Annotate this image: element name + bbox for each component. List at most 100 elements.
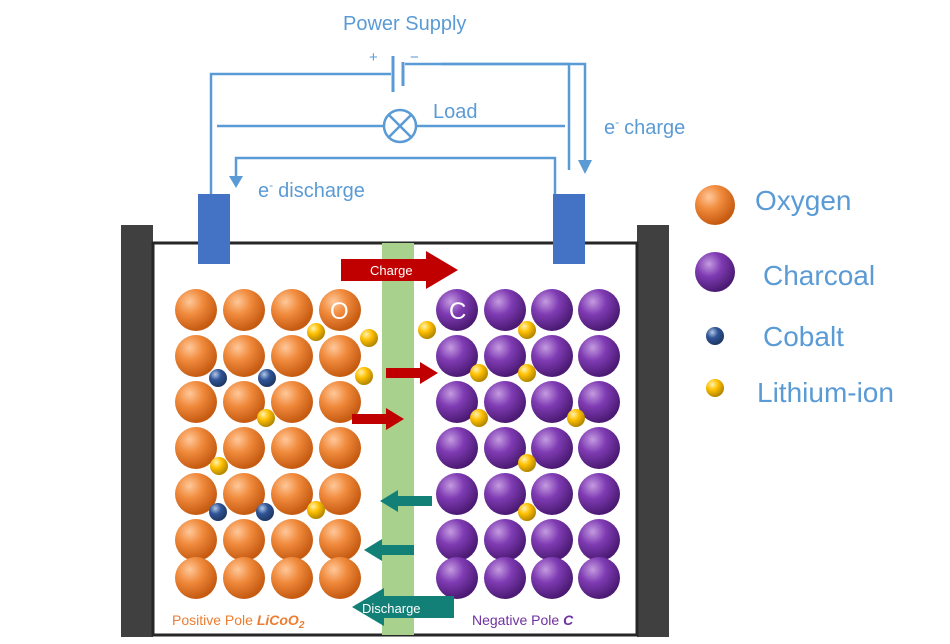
lithium-ion bbox=[307, 323, 325, 341]
oxygen-atom bbox=[271, 473, 313, 515]
positive-electrode bbox=[198, 194, 230, 264]
charcoal-atom bbox=[484, 381, 526, 423]
load-label: Load bbox=[433, 101, 478, 123]
oxygen-atom bbox=[175, 427, 217, 469]
cobalt-atom bbox=[209, 369, 227, 387]
oxygen-atom bbox=[223, 427, 265, 469]
lithium-ion bbox=[567, 409, 585, 427]
discharge-word: discharge bbox=[278, 180, 365, 202]
charcoal-atom bbox=[578, 519, 620, 561]
positive-pole-subscript: 2 bbox=[298, 620, 305, 631]
purple-sphere-icon bbox=[695, 252, 735, 292]
cobalt-atom bbox=[209, 503, 227, 521]
charcoal-atom bbox=[484, 519, 526, 561]
oxygen-atom bbox=[319, 381, 361, 423]
discharge-arrow-big: Discharge bbox=[352, 588, 454, 626]
charcoal-atom bbox=[578, 557, 620, 599]
electron-superscript: - bbox=[269, 178, 273, 192]
lithium-ion bbox=[307, 501, 325, 519]
charcoal-atom bbox=[578, 381, 620, 423]
lithium-ion bbox=[257, 409, 275, 427]
oxygen-atom bbox=[319, 335, 361, 377]
blue-sphere-icon bbox=[706, 327, 724, 345]
discharge-arrow-label: Discharge bbox=[362, 601, 421, 616]
oxygen-atom bbox=[175, 557, 217, 599]
gold-sphere-icon bbox=[706, 379, 724, 397]
lithium-ion bbox=[210, 457, 228, 475]
oxygen-atom bbox=[319, 289, 361, 331]
charcoal-atom bbox=[484, 473, 526, 515]
oxygen-atom bbox=[223, 381, 265, 423]
electron-symbol: e bbox=[604, 117, 615, 139]
charcoal-atom bbox=[578, 473, 620, 515]
lithium-ion bbox=[518, 321, 536, 339]
container-left-wall bbox=[121, 225, 153, 637]
oxygen-atom-grid bbox=[175, 289, 361, 599]
charge-arrow-icon bbox=[352, 408, 404, 430]
oxygen-atom bbox=[175, 519, 217, 561]
oxygen-atom bbox=[319, 427, 361, 469]
charcoal-atom bbox=[578, 427, 620, 469]
oxygen-atom bbox=[319, 557, 361, 599]
charcoal-atom bbox=[484, 335, 526, 377]
positive-pole-label: Positive Pole LiCoO2 bbox=[172, 612, 305, 631]
oxygen-atom bbox=[175, 381, 217, 423]
legend-oxygen-label: Oxygen bbox=[755, 185, 852, 216]
oxygen-atom bbox=[223, 289, 265, 331]
orange-sphere-icon bbox=[695, 185, 735, 225]
lithium-ion bbox=[518, 454, 536, 472]
electron-charge-label: e-charge bbox=[604, 115, 685, 139]
oxygen-atom bbox=[271, 427, 313, 469]
charcoal-atom bbox=[436, 381, 478, 423]
negative-pole-label: Negative Pole C bbox=[472, 612, 574, 628]
lithium-ion bbox=[355, 367, 373, 385]
positive-pole-prefix: Positive Pole bbox=[172, 612, 257, 628]
charcoal-atom bbox=[484, 289, 526, 331]
charcoal-atom bbox=[436, 473, 478, 515]
lithium-ion bbox=[518, 503, 536, 521]
oxygen-atom bbox=[319, 473, 361, 515]
oxygen-atom bbox=[223, 519, 265, 561]
oxygen-atom bbox=[175, 335, 217, 377]
oxygen-atom bbox=[271, 519, 313, 561]
cobalt-atom bbox=[256, 503, 274, 521]
charcoal-atom bbox=[484, 557, 526, 599]
discharge-arrow-icon bbox=[380, 490, 432, 512]
electron-superscript: - bbox=[615, 115, 619, 129]
lithium-ion-group bbox=[210, 321, 585, 521]
oxygen-atom bbox=[175, 289, 217, 331]
legend-charcoal-label: Charcoal bbox=[763, 260, 875, 291]
charcoal-atom-grid bbox=[436, 289, 620, 599]
carbon-letter: C bbox=[449, 298, 466, 325]
cobalt-atom bbox=[258, 369, 276, 387]
charcoal-atom bbox=[436, 335, 478, 377]
power-supply-label: Power Supply bbox=[343, 13, 466, 35]
lithium-ion bbox=[418, 321, 436, 339]
charcoal-atom bbox=[578, 335, 620, 377]
legend-lithium-label: Lithium-ion bbox=[757, 377, 894, 408]
positive-pole-formula: LiCoO bbox=[257, 612, 299, 628]
oxygen-atom bbox=[271, 381, 313, 423]
oxygen-atom bbox=[175, 473, 217, 515]
lithium-ion bbox=[470, 364, 488, 382]
oxygen-atom bbox=[271, 335, 313, 377]
discharge-arrow-icon bbox=[364, 539, 414, 561]
oxygen-atom bbox=[223, 557, 265, 599]
charcoal-atom bbox=[436, 557, 478, 599]
charcoal-atom bbox=[531, 381, 573, 423]
charge-arrow-icon bbox=[386, 362, 438, 384]
oxygen-atom bbox=[271, 289, 313, 331]
container-right-wall bbox=[637, 225, 669, 637]
oxygen-letter: O bbox=[330, 298, 349, 325]
circuit-wires bbox=[209, 62, 587, 196]
charcoal-atom bbox=[531, 289, 573, 331]
negative-electrode bbox=[553, 194, 585, 264]
battery-symbol-icon bbox=[391, 56, 405, 92]
lamp-icon bbox=[382, 108, 418, 144]
charcoal-atom bbox=[436, 519, 478, 561]
separator-membrane bbox=[382, 243, 414, 635]
charge-arrow-big: Charge bbox=[341, 251, 458, 289]
electron-symbol: e bbox=[258, 180, 269, 202]
